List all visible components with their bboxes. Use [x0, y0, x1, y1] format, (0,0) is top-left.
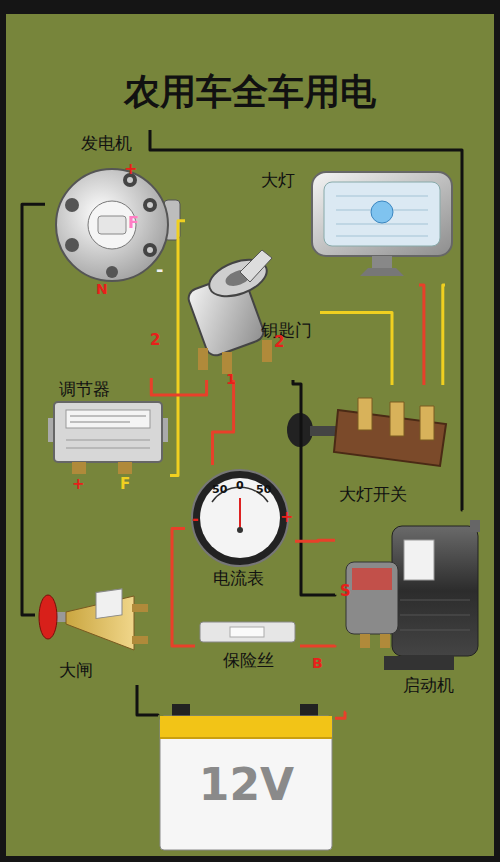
- terminal-mark: -: [156, 260, 163, 280]
- scale-number: 50: [212, 484, 227, 496]
- terminal-mark: N: [96, 282, 108, 297]
- wire: [22, 204, 45, 615]
- wire: [150, 130, 463, 510]
- fuse-label: 保险丝: [223, 651, 274, 671]
- main-switch-label: 大闸: [59, 661, 93, 681]
- wire: [151, 378, 206, 395]
- terminal-mark: -: [192, 510, 199, 528]
- regulator: 调节器: [45, 378, 170, 490]
- terminal-mark: B: [312, 656, 323, 671]
- headlight: 大灯: [255, 165, 455, 285]
- light-switch: 大灯开关: [305, 385, 450, 510]
- terminal-mark: +: [72, 476, 85, 493]
- key-switch-drawing: [186, 250, 272, 374]
- fuse-drawing: [200, 622, 295, 642]
- terminal-mark: S: [340, 583, 351, 600]
- generator: 发电机: [45, 130, 185, 295]
- scale-number: 50: [256, 484, 271, 496]
- main-switch-drawing: [39, 589, 148, 650]
- light-switch-drawing: [287, 398, 446, 466]
- terminal-mark: +: [280, 508, 293, 526]
- wire: [170, 221, 185, 476]
- wire: [295, 539, 335, 543]
- generator-label: 发电机: [81, 134, 132, 154]
- key-switch-label: 钥匙门: [261, 321, 312, 341]
- headlight-label: 大灯: [261, 171, 295, 191]
- headlight-drawing: [312, 172, 452, 276]
- starter-drawing: [346, 520, 480, 670]
- callout-number: 2: [274, 334, 284, 351]
- wire: [335, 712, 346, 718]
- wire: [419, 285, 424, 385]
- battery-label: 12V: [158, 760, 335, 811]
- key-switch: 钥匙门: [185, 245, 320, 380]
- main-switch: 大闸: [35, 585, 155, 685]
- fuse: 保险丝: [195, 615, 300, 677]
- ammeter-drawing: [192, 470, 288, 566]
- wire: [293, 380, 335, 595]
- starter-label: 启动机: [403, 676, 454, 696]
- generator-drawing: [56, 169, 180, 281]
- terminal-mark: F: [128, 214, 139, 232]
- wire: [300, 644, 335, 648]
- callout-number: 2: [150, 332, 160, 349]
- light-switch-label: 大灯开关: [339, 485, 407, 505]
- wire: [213, 380, 234, 465]
- wire: [137, 685, 158, 715]
- diagram-title: 农用车全车用电: [0, 68, 500, 117]
- callout-number: 1: [226, 372, 236, 387]
- wire: [320, 313, 392, 386]
- ammeter-label: 电流表: [213, 569, 264, 589]
- wire: [443, 285, 445, 385]
- battery: 12V: [158, 700, 335, 852]
- starter: 启动机: [335, 510, 485, 712]
- scale-number: 0: [236, 480, 244, 492]
- wire: [172, 529, 195, 647]
- regulator-label: 调节器: [59, 380, 110, 400]
- terminal-mark: +: [124, 160, 137, 178]
- terminal-mark: F: [120, 476, 130, 493]
- regulator-drawing: [48, 402, 168, 474]
